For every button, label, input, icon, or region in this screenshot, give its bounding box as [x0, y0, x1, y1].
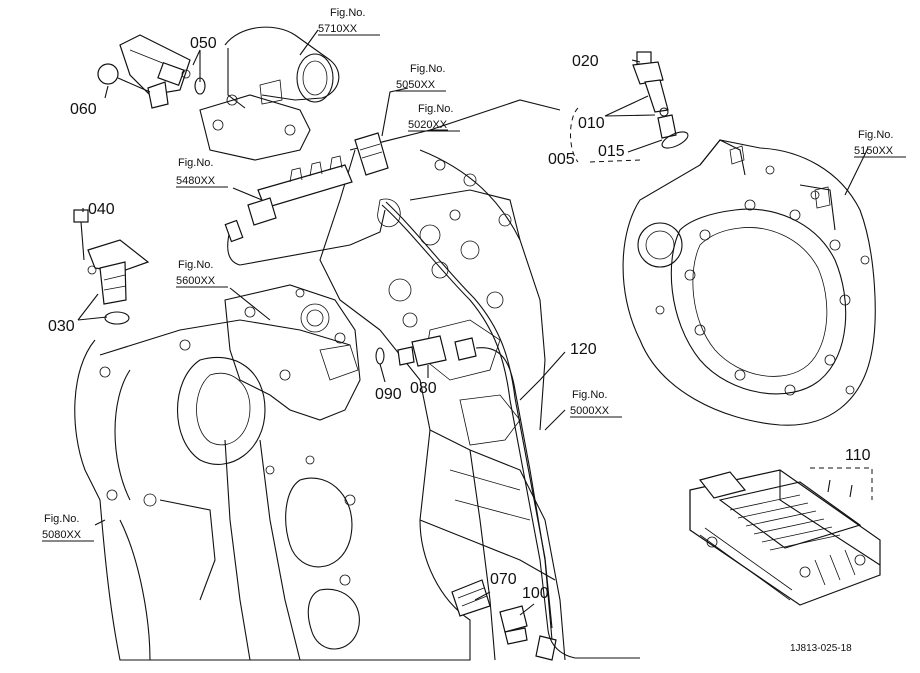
part-number-030: 030	[48, 318, 75, 335]
svg-text:5480XX: 5480XX	[176, 175, 216, 187]
part-number-110: 110	[845, 447, 871, 464]
diagram-code: 1J813-025-18	[790, 643, 852, 654]
part-number-080: 080	[410, 380, 437, 397]
fig-ref-5150xx[interactable]: Fig.No. 5150XX	[854, 129, 906, 158]
svg-text:5000XX: 5000XX	[570, 405, 610, 417]
svg-text:5710XX: 5710XX	[318, 23, 358, 35]
wire-harness-120	[381, 204, 640, 659]
part-number-005: 005	[548, 151, 575, 168]
svg-text:Fig.No.: Fig.No.	[44, 513, 79, 525]
fig-ref-5020xx[interactable]: Fig.No. 5020XX	[408, 103, 460, 132]
fig-ref-5000xx[interactable]: Fig.No. 5000XX	[570, 389, 622, 418]
part-number-120: 120	[570, 341, 597, 358]
sensor-assembly-030	[73, 209, 150, 325]
part-number-040: 040	[88, 201, 115, 218]
sensor-assembly-060	[97, 34, 206, 109]
fig-ref-5710xx[interactable]: Fig.No. 5710XX	[318, 7, 380, 36]
svg-text:Fig.No.: Fig.No.	[330, 7, 365, 19]
svg-text:Fig.No.: Fig.No.	[178, 157, 213, 169]
sensor-assembly-070	[451, 579, 557, 661]
svg-text:5080XX: 5080XX	[42, 529, 82, 541]
svg-text:5020XX: 5020XX	[408, 119, 448, 131]
part-number-070: 070	[490, 571, 517, 588]
part-number-100: 100	[522, 585, 549, 602]
svg-text:Fig.No.: Fig.No.	[418, 103, 453, 115]
figure-references: Fig.No. 5710XX Fig.No. 5050XX Fig.No. 50…	[42, 7, 906, 542]
part-number-015: 015	[598, 143, 625, 160]
svg-text:Fig.No.: Fig.No.	[178, 259, 213, 271]
sensor-assembly-080	[375, 335, 553, 641]
svg-text:Fig.No.: Fig.No.	[572, 389, 607, 401]
part-number-060: 060	[70, 101, 97, 118]
engine-block-drawing	[74, 26, 566, 661]
part-number-050: 050	[190, 35, 217, 52]
svg-text:5150XX: 5150XX	[854, 145, 894, 157]
ecu-unit-drawing	[689, 469, 881, 606]
flywheel-housing-drawing	[622, 139, 876, 426]
svg-text:5600XX: 5600XX	[176, 275, 216, 287]
svg-text:Fig.No.: Fig.No.	[858, 129, 893, 141]
part-labels: 050 060 040 030 020 010 005 015 120 090 …	[48, 35, 871, 602]
svg-text:5050XX: 5050XX	[396, 79, 436, 91]
part-number-010: 010	[578, 115, 605, 132]
fig-ref-5050xx[interactable]: Fig.No. 5050XX	[396, 63, 446, 92]
fig-ref-5600xx[interactable]: Fig.No. 5600XX	[176, 259, 228, 288]
part-number-090: 090	[375, 386, 402, 403]
leader-lines	[77, 29, 873, 616]
fig-ref-5080xx[interactable]: Fig.No. 5080XX	[42, 513, 94, 542]
part-number-020: 020	[572, 53, 599, 70]
fig-ref-5480xx[interactable]: Fig.No. 5480XX	[176, 157, 228, 188]
svg-text:Fig.No.: Fig.No.	[410, 63, 445, 75]
sensor-assembly-010	[632, 51, 689, 149]
